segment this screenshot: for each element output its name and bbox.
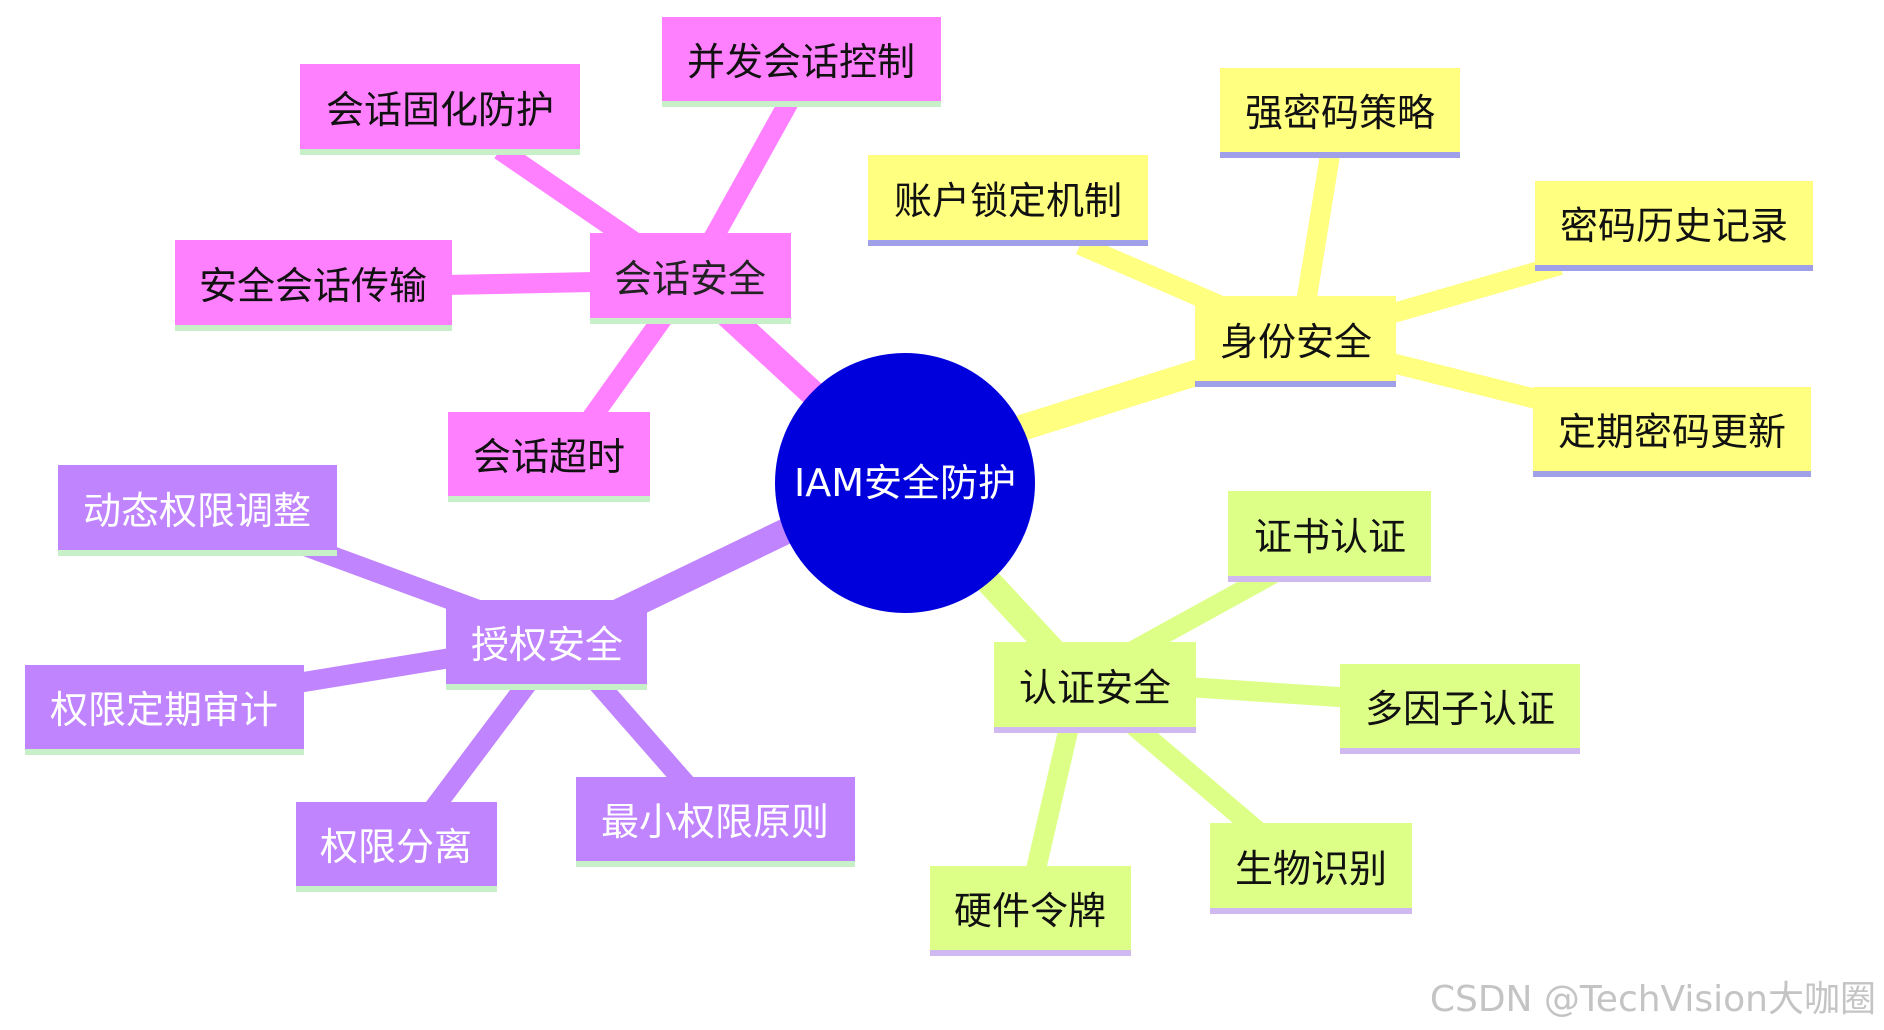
root-label: IAM安全防护 [794, 461, 1016, 505]
leaf-label: 权限定期审计 [50, 688, 278, 732]
leaf-label: 安全会话传输 [199, 264, 427, 308]
leaf-node-session-fixation[interactable]: 会话固化防护 [300, 64, 580, 155]
leaf-node-authz-leastpriv[interactable]: 最小权限原则 [576, 777, 855, 867]
leaf-node-authz-separation[interactable]: 权限分离 [296, 802, 497, 892]
leaf-label: 权限分离 [320, 825, 472, 869]
leaf-node-auth-biometric[interactable]: 生物识别 [1210, 823, 1412, 914]
leaf-label: 动态权限调整 [83, 489, 311, 533]
branch-label-session: 会话安全 [614, 257, 766, 301]
leaf-node-identity-lockout[interactable]: 账户锁定机制 [868, 155, 1148, 246]
branch-node-authz[interactable]: 授权安全 [446, 600, 647, 690]
branch-label-auth: 认证安全 [1019, 666, 1171, 710]
leaf-node-identity-rotation[interactable]: 定期密码更新 [1533, 387, 1811, 477]
leaf-label: 多因子认证 [1365, 687, 1555, 731]
branch-node-session[interactable]: 会话安全 [590, 233, 791, 324]
leaf-node-auth-token[interactable]: 硬件令牌 [930, 866, 1131, 956]
leaf-label: 生物识别 [1235, 847, 1387, 891]
watermark: CSDN @TechVision大咖圈 [1429, 979, 1876, 1020]
leaf-node-identity-history[interactable]: 密码历史记录 [1535, 181, 1813, 271]
leaf-label: 会话超时 [473, 435, 625, 479]
leaf-node-authz-dynamic[interactable]: 动态权限调整 [58, 465, 337, 556]
leaf-label: 定期密码更新 [1558, 410, 1786, 454]
leaf-label: 并发会话控制 [687, 40, 915, 84]
leaf-node-authz-audit[interactable]: 权限定期审计 [25, 665, 304, 755]
leaf-node-identity-strongpwd[interactable]: 强密码策略 [1220, 68, 1460, 158]
root-node[interactable]: IAM安全防护 [775, 353, 1035, 613]
leaf-label: 密码历史记录 [1560, 204, 1788, 248]
leaf-node-auth-cert[interactable]: 证书认证 [1228, 491, 1431, 582]
branch-node-auth[interactable]: 认证安全 [994, 642, 1196, 733]
leaf-node-session-timeout[interactable]: 会话超时 [448, 412, 650, 502]
branch-label-authz: 授权安全 [471, 623, 623, 667]
leaf-label: 会话固化防护 [326, 88, 554, 132]
leaf-label: 证书认证 [1254, 515, 1406, 559]
leaf-node-session-concurrent[interactable]: 并发会话控制 [662, 17, 941, 107]
leaf-node-session-transport[interactable]: 安全会话传输 [175, 240, 452, 331]
leaf-label: 强密码策略 [1245, 91, 1435, 135]
branch-node-identity[interactable]: 身份安全 [1195, 296, 1396, 387]
leaf-label: 最小权限原则 [601, 800, 829, 844]
leaf-node-auth-mfa[interactable]: 多因子认证 [1340, 664, 1580, 754]
leaf-label: 账户锁定机制 [894, 179, 1122, 223]
branch-label-identity: 身份安全 [1220, 320, 1372, 364]
leaf-label: 硬件令牌 [954, 889, 1106, 933]
